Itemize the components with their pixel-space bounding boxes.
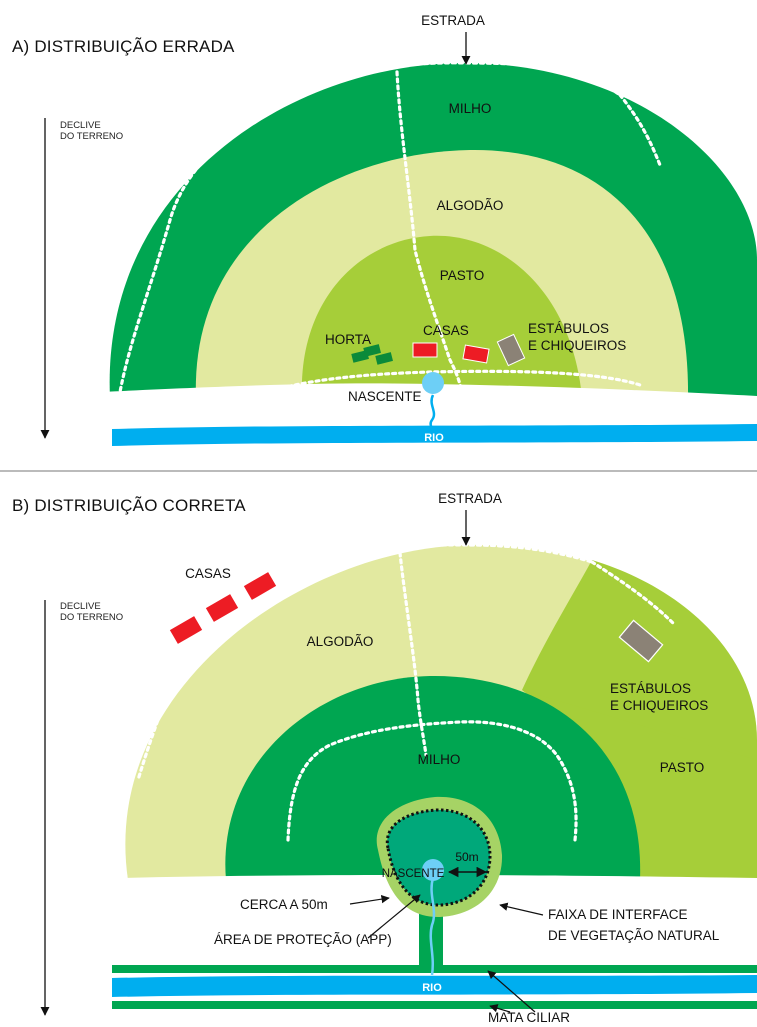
road-left (118, 83, 324, 394)
house-2 (462, 344, 490, 364)
river-label: RIO (422, 982, 442, 994)
spring-stream (429, 877, 436, 976)
app-label: ÁREA DE PROTEÇÃO (APP) (214, 932, 392, 947)
stable (618, 619, 664, 663)
cerca-label: CERCA A 50m (240, 897, 328, 912)
nascente-label: NASCENTE (348, 389, 422, 404)
faixa-label-line-2: DE VEGETAÇÃO NATURAL (548, 928, 720, 943)
milho-label: MILHO (449, 101, 492, 116)
nascente-label: NASCENTE (382, 868, 445, 880)
estabulos-label-line-2: E CHIQUEIROS (528, 338, 626, 353)
app-area (385, 808, 492, 907)
pasto-label: PASTO (660, 760, 705, 775)
house-1 (412, 342, 438, 358)
road-center (395, 70, 464, 397)
app-pointer (367, 894, 421, 939)
milho-field (225, 675, 641, 880)
road-right (618, 93, 662, 167)
spring-stream (429, 394, 436, 434)
algodao-label: ALGODÃO (307, 634, 374, 649)
estabulos-label-line-1: ESTÁBULOS (610, 681, 691, 696)
milho-label: MILHO (418, 752, 461, 767)
horta-label: HORTA (325, 332, 371, 347)
river (112, 424, 757, 446)
faixa-pointer (499, 902, 544, 916)
panel-b-title: B) DISTRIBUIÇÃO CORRETA (12, 496, 246, 515)
casas-label: CASAS (423, 323, 469, 338)
estabulos-label-line-1: ESTÁBULOS (528, 321, 609, 336)
spring (422, 859, 444, 881)
slope-label-line-1: DECLIVE (60, 601, 101, 612)
houses (169, 572, 277, 644)
faixa-label-line-1: FAIXA DE INTERFACE (548, 907, 688, 922)
river (112, 975, 757, 997)
road-left-outer (136, 563, 292, 782)
mata-ciliar-pointer-top (487, 970, 536, 1013)
casas-label: CASAS (185, 566, 231, 581)
algodao-label: ALGODÃO (437, 198, 504, 213)
slope-label-line-2: DO TERRENO (60, 131, 123, 142)
pasto-field-lower (522, 690, 757, 880)
ciliary-forest-top (112, 965, 757, 973)
road-right-outer (590, 560, 677, 627)
road-label: ESTRADA (421, 13, 485, 28)
road-inner-ring (286, 720, 578, 842)
mata-ciliar-pointer-bottom (489, 1004, 511, 1013)
horta-beds (351, 344, 393, 365)
slope-label-line-2: DO TERRENO (60, 612, 123, 623)
panel-b-slope-indicator: DECLIVE DO TERRENO (40, 600, 123, 1016)
panel-a-title: A) DISTRIBUIÇÃO ERRADA (12, 37, 235, 56)
slope-label-line-1: DECLIVE (60, 120, 101, 131)
road-bottom (253, 369, 642, 398)
stable (496, 333, 526, 367)
panel-b: B) DISTRIBUIÇÃO CORRETA DECLIVE DO TERRE… (12, 491, 757, 1025)
mata-ciliar-label: MATA CILIAR (488, 1010, 570, 1025)
road-center (398, 551, 428, 757)
panel-a-slope-indicator: DECLIVE DO TERRENO (40, 118, 123, 439)
ciliary-forest-bottom (112, 1001, 757, 1009)
spring (422, 372, 444, 394)
river-label: RIO (424, 432, 444, 444)
panel-a: A) DISTRIBUIÇÃO ERRADA DECLIVE DO TERREN… (12, 13, 757, 446)
estabulos-label-line-2: E CHIQUEIROS (610, 698, 708, 713)
pasto-label: PASTO (440, 268, 485, 283)
cerca-pointer (349, 894, 390, 905)
distance-label: 50m (455, 850, 478, 864)
road-label: ESTRADA (438, 491, 502, 506)
